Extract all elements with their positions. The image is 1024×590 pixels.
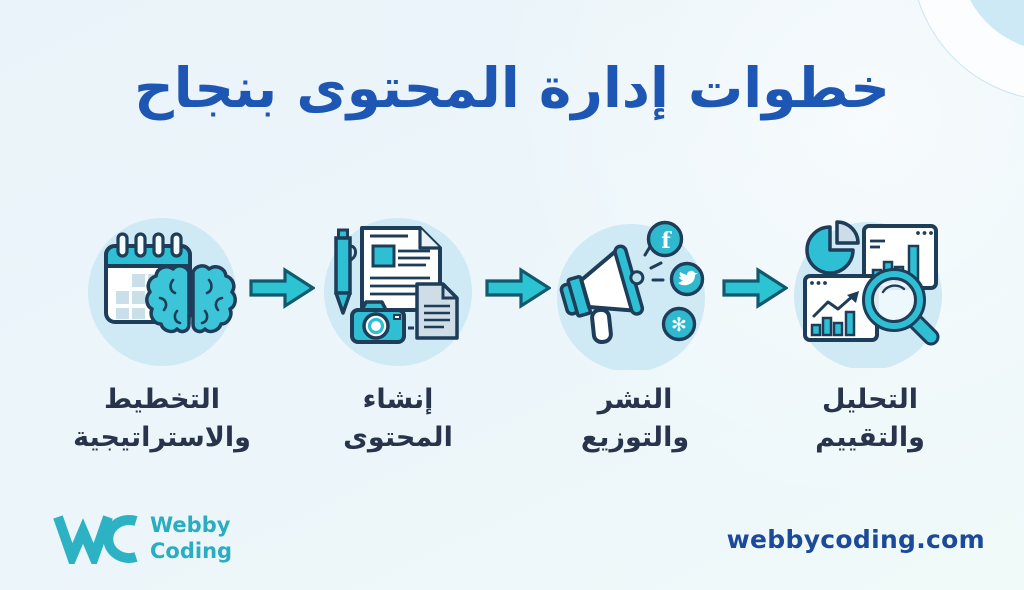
step-label-line: والتوزيع	[580, 422, 690, 453]
calendar-brain-icon	[82, 208, 242, 368]
facebook-icon: f	[646, 220, 684, 258]
step-label-line: التخطيط	[103, 384, 221, 415]
brand-name: Webby Coding	[150, 512, 232, 564]
arrow-right-icon	[249, 266, 316, 310]
step-label-line: التحليل	[821, 384, 919, 415]
step-label-line: النشر	[597, 384, 673, 415]
magnifier-icon	[862, 268, 940, 346]
step-label-line: المحتوى	[343, 422, 453, 453]
social-icon: ✻	[661, 306, 697, 342]
megaphone-social-icon: f ✻	[555, 210, 715, 370]
charts-magnifier-icon	[788, 208, 948, 368]
step-label-line: والاستراتيجية	[73, 422, 251, 453]
step-label-publishing: النشر والتوزيع	[515, 381, 755, 457]
arrow-right-icon	[722, 266, 789, 310]
brand-name-line: Webby	[150, 513, 231, 537]
step-label-planning: التخطيط والاستراتيجية	[42, 381, 282, 457]
pen-icon	[334, 228, 357, 315]
page-title: خطوات إدارة المحتوى بنجاح	[134, 56, 890, 120]
brand-logo: Webby Coding	[52, 512, 232, 564]
svg-text:f: f	[661, 228, 672, 254]
camera-icon	[350, 300, 406, 344]
brand-name-line: Coding	[150, 539, 233, 563]
step-label-line: والتقييم	[815, 422, 925, 453]
line-chart-window-icon	[803, 274, 879, 342]
svg-text:✻: ✻	[671, 314, 687, 336]
step-label-creation: إنشاء المحتوى	[278, 381, 518, 457]
step-label-line: إنشاء	[362, 384, 434, 415]
step-label-analysis: التحليل والتقييم	[750, 381, 990, 457]
website-text: webbycoding.com	[726, 525, 985, 554]
arrow-right-icon	[485, 266, 552, 310]
pie-chart-icon	[805, 220, 860, 275]
wc-logo-icon	[53, 515, 138, 564]
document-pen-camera-icon	[318, 208, 478, 368]
note-document-icon	[415, 282, 459, 340]
twitter-icon	[669, 261, 705, 297]
